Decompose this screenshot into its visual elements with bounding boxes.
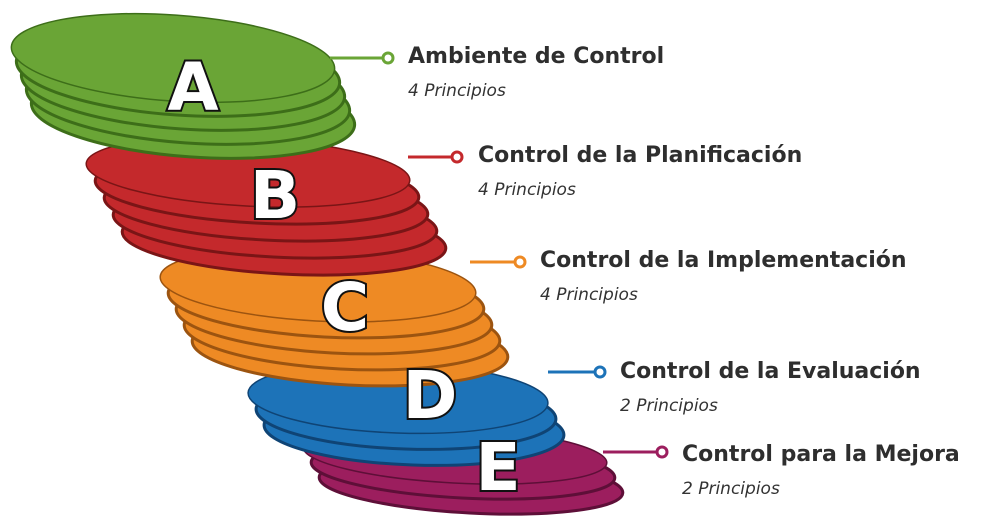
- subtitle-principios-b: 4 Principios: [478, 180, 576, 200]
- label-d: Control de la Evaluación 2 Principios: [620, 359, 921, 417]
- subtitle-principios-c: 4 Principios: [540, 285, 638, 305]
- label-e: Control para la Mejora 2 Principios: [682, 442, 960, 500]
- connector-dot-c: [513, 255, 527, 269]
- label-b: Control de la Planificación 4 Principios: [478, 143, 802, 201]
- letter-c: C: [321, 269, 369, 346]
- title-control-planificacion: Control de la Planificación: [478, 143, 803, 168]
- connector-dot-a: [381, 51, 395, 65]
- disc-stack-d: [247, 361, 566, 467]
- subtitle-principios-e: 2 Principios: [682, 479, 780, 499]
- letter-b: B: [250, 157, 300, 234]
- subtitle-principios-d: 2 Principios: [620, 396, 718, 416]
- subtitle-principios-a: 4 Principios: [408, 81, 506, 101]
- disc-stack-a: [10, 12, 357, 160]
- connector-dot-b: [450, 150, 464, 164]
- title-control-evaluacion: Control de la Evaluación: [620, 359, 921, 384]
- letter-a: A: [167, 49, 218, 126]
- disc-stack-b: [85, 136, 448, 277]
- title-control-mejora: Control para la Mejora: [682, 442, 960, 467]
- letter-d: D: [403, 357, 458, 434]
- label-a: Ambiente de Control 4 Principios: [408, 44, 664, 102]
- title-control-implementacion: Control de la Implementación: [540, 248, 907, 273]
- title-ambiente-de-control: Ambiente de Control: [408, 44, 665, 69]
- connector-dot-d: [593, 365, 607, 379]
- letter-e: E: [475, 429, 520, 506]
- disc-plate: [10, 12, 336, 104]
- label-c: Control de la Implementación 4 Principio…: [540, 248, 907, 306]
- connector-dot-e: [655, 445, 669, 459]
